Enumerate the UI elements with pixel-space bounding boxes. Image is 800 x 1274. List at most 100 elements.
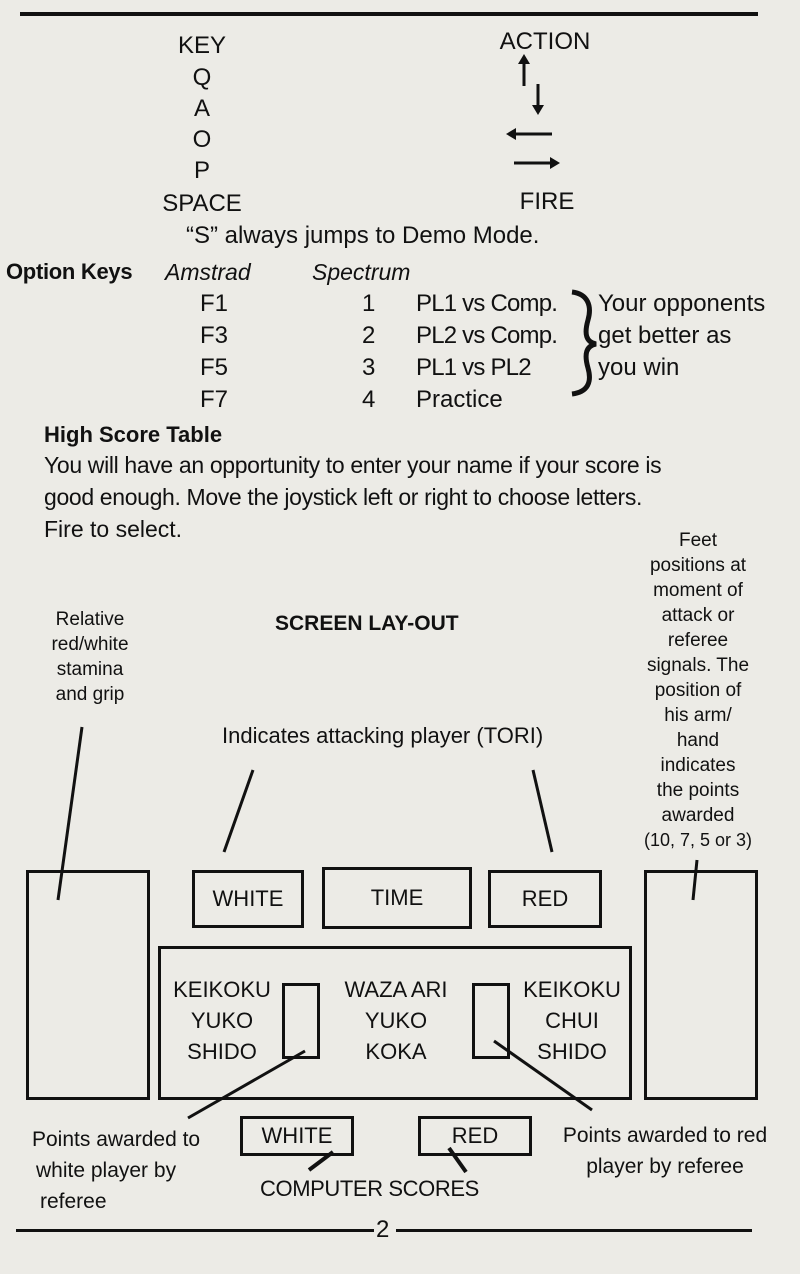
amstrad-key: F5 [200, 354, 229, 381]
computer-white-box: WHITE [240, 1116, 354, 1156]
screen-layout-title: SCREEN LAY-OUT [275, 612, 459, 635]
computer-red-leader-line [447, 1146, 468, 1174]
key-header: KEY [177, 32, 227, 59]
feet-label-line: hand [676, 730, 720, 751]
action-fire: FIRE [519, 188, 575, 215]
red-points-line: player by referee [586, 1155, 744, 1178]
spectrum-key: 1 [362, 290, 376, 317]
feet-label: Feet positions at moment of attack or re… [628, 528, 768, 853]
red-indicator-box: RED [488, 870, 602, 928]
time-label: TIME [370, 885, 424, 910]
computer-red-box: RED [418, 1116, 532, 1156]
score-item: SHIDO [187, 1039, 257, 1064]
high-score-title: High Score Table [44, 422, 223, 447]
red-points-label: Points awarded to red player by referee [540, 1120, 790, 1182]
spectrum-key: 4 [362, 386, 376, 413]
feet-panel [644, 870, 758, 1100]
stamina-label-line: and grip [55, 684, 125, 705]
high-score-line: Fire to select. [44, 516, 183, 542]
red-referee-points-box [472, 983, 510, 1059]
high-score-line: You will have an opportunity to enter yo… [44, 452, 662, 478]
red-points-leader-line [493, 1039, 593, 1112]
feet-label-line: his arm/ [664, 705, 732, 726]
score-panel [158, 946, 632, 1100]
spectrum-header: Spectrum [312, 259, 411, 285]
computer-white-leader-line [307, 1150, 335, 1172]
white-points-line: Points awarded to [32, 1128, 201, 1151]
key-p: P [193, 157, 210, 184]
bracket-note-line: get better as [598, 322, 732, 349]
white-referee-points-box [282, 983, 320, 1059]
computer-red-label: RED [451, 1123, 499, 1148]
white-points-leader-line [187, 1049, 306, 1120]
score-item: YUKO [190, 1008, 254, 1033]
stamina-label: Relative red/white stamina and grip [30, 607, 150, 707]
demo-note: “S” always jumps to Demo Mode. [186, 222, 540, 249]
feet-label-line: position of [654, 680, 742, 701]
white-score-list: KEIKOKU YUKO SHIDO [164, 974, 280, 1067]
stamina-leader-line [56, 726, 84, 901]
white-indicator-label: WHITE [212, 886, 284, 911]
bottom-rule-right [396, 1229, 752, 1232]
score-item: KOKA [365, 1039, 427, 1064]
feet-label-line: Feet [678, 530, 718, 551]
amstrad-key: F1 [200, 290, 229, 317]
amstrad-header: Amstrad [165, 259, 251, 285]
feet-label-line: the points [656, 780, 740, 801]
feet-label-line: referee [667, 630, 729, 651]
bottom-rule-left [16, 1229, 374, 1232]
feet-leader-line [691, 859, 699, 901]
amstrad-key: F3 [200, 322, 229, 349]
bracket-note-line: you win [598, 354, 680, 381]
game-mode: PL1 vs Comp. [416, 290, 558, 317]
red-attacker-leader-line [531, 769, 554, 853]
key-a: A [193, 95, 210, 122]
game-mode: PL2 vs Comp. [416, 322, 558, 349]
game-mode: PL1 vs PL2 [416, 354, 532, 381]
time-box: TIME [322, 867, 472, 929]
white-attacker-leader-line [222, 769, 255, 853]
game-mode: Practice [416, 386, 503, 413]
score-item: SHIDO [537, 1039, 607, 1064]
feet-label-line: indicates [660, 755, 736, 776]
feet-label-line: awarded [661, 805, 735, 826]
key-space: SPACE [162, 190, 242, 217]
computer-white-label: WHITE [261, 1123, 333, 1148]
score-item: KEIKOKU [523, 977, 621, 1002]
action-header: ACTION [499, 28, 591, 55]
score-item: KEIKOKU [173, 977, 271, 1002]
white-points-line: referee [40, 1190, 107, 1213]
key-q: Q [192, 64, 212, 91]
red-score-list: KEIKOKU CHUI SHIDO [512, 974, 632, 1067]
white-points-line: white player by [36, 1159, 177, 1182]
feet-label-line: positions at [649, 555, 747, 576]
page-number: 2 [376, 1216, 390, 1243]
stamina-label-line: red/white [51, 634, 129, 655]
curly-brace-icon [571, 289, 597, 397]
stamina-label-line: stamina [56, 659, 124, 680]
bracket-note-line: Your opponents [598, 290, 766, 317]
white-points-label: Points awarded to white player by refere… [28, 1124, 208, 1217]
high-score-line: good enough. Move the joystick left or r… [44, 484, 643, 510]
center-score-list: WAZA ARI YUKO KOKA [336, 974, 456, 1067]
score-item: CHUI [545, 1008, 599, 1033]
feet-label-line: (10, 7, 5 or 3) [643, 830, 753, 850]
amstrad-key: F7 [200, 386, 229, 413]
arrow-right-icon [514, 157, 560, 169]
attacker-label: Indicates attacking player (TORI) [222, 723, 544, 748]
red-indicator-label: RED [521, 886, 569, 911]
feet-label-line: signals. The [646, 655, 750, 676]
top-rule [20, 12, 758, 16]
computer-scores-label: COMPUTER SCORES [260, 1176, 479, 1201]
score-item: YUKO [364, 1008, 428, 1033]
white-indicator-box: WHITE [192, 870, 304, 928]
arrow-up-icon [518, 54, 530, 86]
stamina-label-line: Relative [55, 609, 125, 630]
key-o: O [192, 126, 212, 153]
spectrum-key: 2 [362, 322, 376, 349]
spectrum-key: 3 [362, 354, 376, 381]
score-item: WAZA ARI [344, 977, 448, 1002]
arrow-down-icon [532, 84, 544, 115]
feet-label-line: attack or [661, 605, 735, 626]
